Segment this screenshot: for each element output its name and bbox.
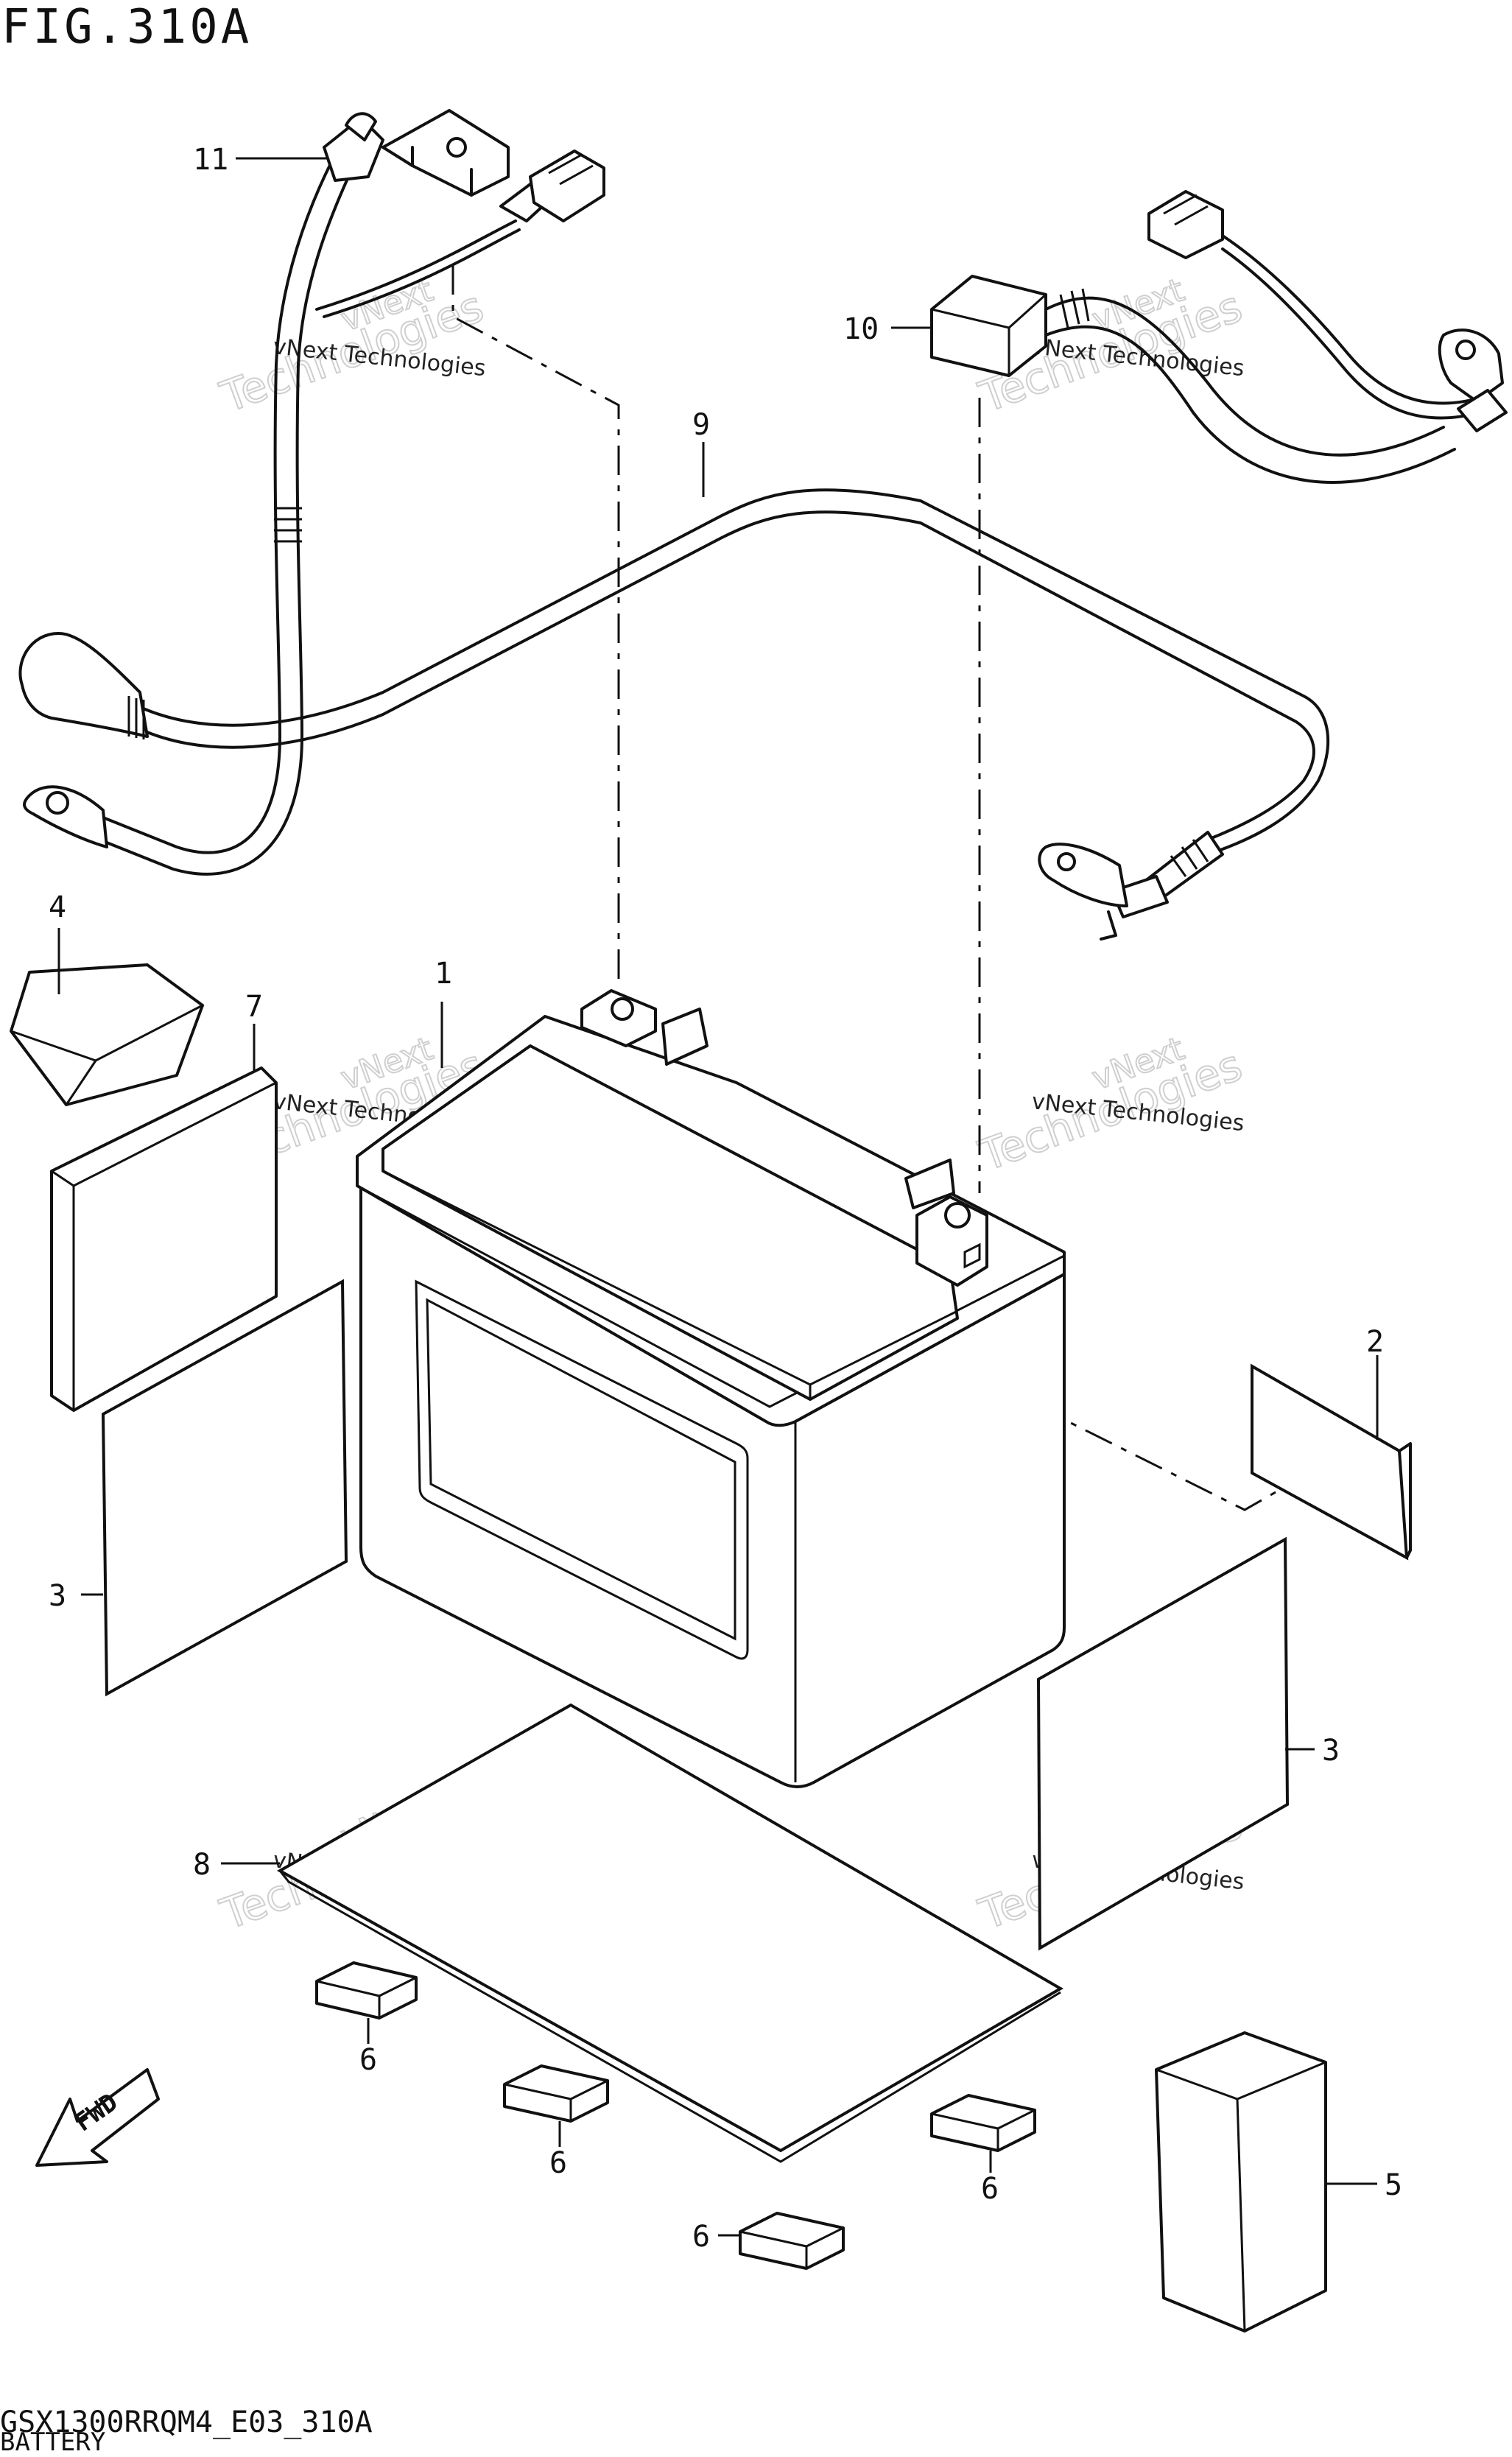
callout-6-c: 6 [981, 2172, 999, 2206]
part-2-label [1251, 1363, 1412, 1561]
part-3-pad-left [101, 1279, 348, 1697]
part-6-pad-4 [739, 2212, 845, 2270]
watermark-top-left: vNext Technologies vNext Technologies [214, 270, 490, 423]
callout-3-left: 3 [49, 1579, 66, 1613]
callout-4: 4 [49, 890, 66, 924]
callout-6-b: 6 [549, 2146, 567, 2180]
figure-title: FIG.310A [1, 0, 253, 55]
callout-10: 10 [843, 312, 879, 346]
callout-6-d: 6 [692, 2220, 710, 2254]
part-9-battery-cable [18, 488, 1330, 941]
callout-11: 11 [193, 143, 228, 177]
part-8-base-sheet [276, 1703, 1063, 2163]
part-4-cushion [10, 963, 204, 1106]
callout-2: 2 [1366, 1325, 1384, 1359]
part-11-cable-assembly [23, 109, 605, 876]
leader-lines [57, 157, 1379, 2237]
callout-6-a: 6 [359, 2043, 377, 2077]
callout-3-right: 3 [1322, 1734, 1340, 1768]
figure-code: GSX1300RRQM4_E03_310A [0, 2405, 373, 2439]
callout-7: 7 [245, 990, 263, 1024]
callout-1: 1 [435, 957, 452, 991]
part-1-battery [356, 989, 1066, 1788]
fwd-arrow-icon: FWD [35, 2068, 160, 2167]
callout-9: 9 [692, 408, 710, 442]
part-5-block [1155, 2031, 1327, 2333]
assembly-line-11 [451, 265, 620, 987]
part-3-pad-right [1036, 1536, 1290, 1951]
part-6-pad-1 [315, 1961, 418, 2020]
part-10-cable-with-cap [930, 190, 1508, 484]
watermark-mid-right: vNext Technologies vNext Technologies [972, 1029, 1249, 1181]
part-6-pad-3 [930, 2094, 1036, 2152]
figure-name: BATTERY [0, 2428, 106, 2457]
callout-5: 5 [1385, 2168, 1402, 2202]
assembly-line-2 [986, 1376, 1297, 1511]
callout-8: 8 [193, 1848, 211, 1882]
part-7-pad [50, 1066, 278, 1412]
part-6-pad-2 [503, 2064, 609, 2123]
